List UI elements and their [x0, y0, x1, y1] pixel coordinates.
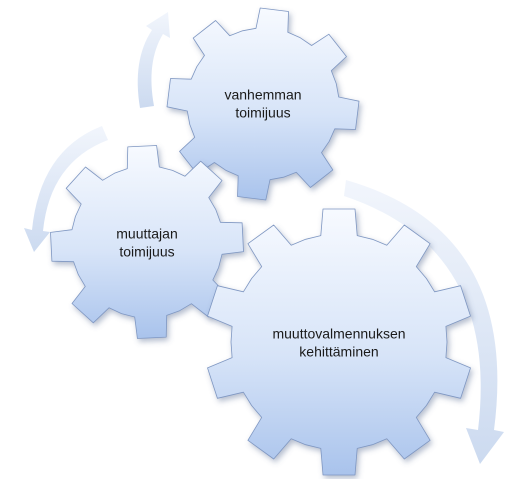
gear-vanhemman: vanhemman toimijuus	[224, 87, 301, 121]
arrow-left	[24, 126, 108, 252]
gear-muuttajan-label-line2: toimijuus	[119, 244, 174, 260]
gear-muuttovalmennus: muuttovalmennuksen kehittäminen	[272, 326, 405, 360]
gear-vanhemman-shape	[166, 7, 360, 201]
gear-muuttovalmennus-shape	[207, 208, 471, 476]
gear-muuttovalmennus-label-line2: kehittäminen	[299, 344, 378, 360]
gear-muuttajan-shape	[50, 145, 244, 339]
gears	[50, 7, 471, 476]
gear-muuttovalmennus-label-line1: muuttovalmennuksen	[272, 326, 405, 342]
gear-vanhemman-label-line1: vanhemman	[224, 87, 301, 103]
gear-muuttajan: muuttajan toimijuus	[116, 226, 177, 260]
arrow-right	[344, 180, 504, 464]
arrow-top-left	[137, 12, 170, 108]
gear-vanhemman-label-line2: toimijuus	[235, 105, 290, 121]
gear-muuttajan-label-line1: muuttajan	[116, 226, 177, 242]
cycle-arrows	[24, 12, 504, 464]
